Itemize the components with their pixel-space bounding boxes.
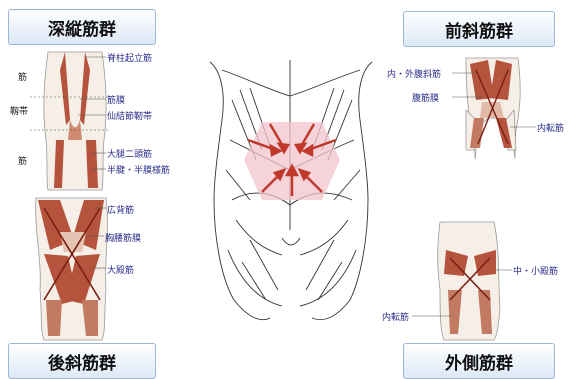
posterior-oblique-figure	[36, 198, 108, 340]
label-thoracolumbar-fascia: 胸腰筋膜	[105, 231, 141, 244]
side-label-ligament: 靱帯	[10, 104, 28, 117]
label-fascia: 筋膜	[107, 93, 125, 106]
label-latissimus-dorsi: 広背筋	[107, 203, 134, 216]
label-gluteus-medius-minimus: 中・小殿筋	[513, 264, 558, 277]
label-adductor-lateral: 内転筋	[382, 310, 409, 323]
label-semitendinosus: 半腱・半膜様筋	[107, 163, 170, 176]
deep-longitudinal-figure	[30, 52, 110, 190]
label-adductor-anterior: 内転筋	[537, 121, 564, 134]
label-sacrotuberous-ligament: 仙結節靭帯	[107, 109, 152, 122]
lateral-figure	[412, 222, 512, 340]
side-label-muscle-top: 筋	[18, 70, 27, 83]
label-erector-spinae: 脊柱起立筋	[107, 51, 152, 64]
side-label-muscle-bottom: 筋	[18, 154, 27, 167]
anterior-oblique-figure	[452, 58, 536, 159]
label-biceps-femoris: 大腿二頭筋	[107, 147, 152, 160]
label-gluteus-maximus: 大殿筋	[107, 263, 134, 276]
label-abdominal-fascia: 腹筋膜	[412, 91, 439, 104]
label-internal-external-oblique: 内・外腹斜筋	[387, 67, 441, 80]
